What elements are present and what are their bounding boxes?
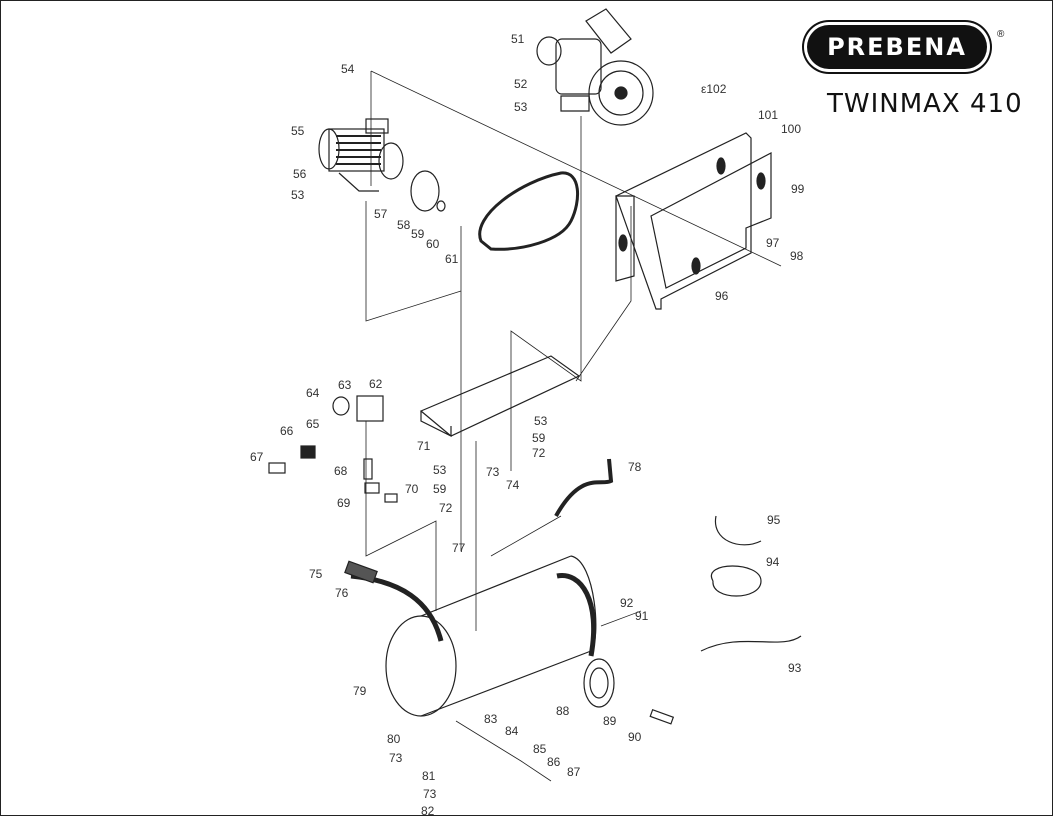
part-label: 80	[387, 732, 401, 746]
assembly-lines	[365, 70, 782, 782]
part-label: 78	[628, 460, 642, 474]
power-cable	[700, 515, 802, 652]
part-label: 73	[423, 787, 437, 801]
air-tank	[385, 555, 597, 717]
part-label: 87	[567, 765, 581, 779]
part-label: 61	[445, 252, 459, 266]
part-label: 51	[511, 32, 525, 46]
part-label: 75	[309, 567, 323, 581]
part-label: 53	[433, 463, 447, 477]
part-label: 60	[426, 237, 440, 251]
part-label: 68	[334, 464, 348, 478]
part-label: 65	[306, 417, 320, 431]
part-label: 59	[411, 227, 425, 241]
electric-motor	[318, 118, 404, 192]
part-label: 57	[374, 207, 388, 221]
part-label: 93	[788, 661, 802, 675]
part-label: 96	[715, 289, 729, 303]
part-label: 86	[547, 755, 561, 769]
handle	[350, 573, 597, 657]
part-label: 53	[514, 100, 528, 114]
part-label: ε102	[701, 82, 727, 96]
part-label: 72	[439, 501, 453, 515]
part-label: 72	[532, 446, 546, 460]
part-label: 94	[766, 555, 780, 569]
base-plate	[419, 355, 581, 437]
part-label: 62	[369, 377, 383, 391]
part-label: 85	[533, 742, 547, 756]
compressor-pump	[536, 8, 654, 126]
part-label: 66	[280, 424, 294, 438]
part-label: 92	[620, 596, 634, 610]
part-label: 81	[422, 769, 436, 783]
part-label: 100	[781, 122, 802, 136]
delivery-pipe	[554, 458, 614, 517]
part-label: 74	[506, 478, 520, 492]
pressure-switch	[268, 395, 398, 503]
part-label: 101	[758, 108, 779, 122]
part-label: 88	[556, 704, 570, 718]
part-label: 98	[790, 249, 804, 263]
part-label: 83	[484, 712, 498, 726]
part-label: 99	[791, 182, 805, 196]
part-label: 69	[337, 496, 351, 510]
part-label: 64	[306, 386, 320, 400]
part-label: 76	[335, 586, 349, 600]
part-label: 71	[417, 439, 431, 453]
part-label: 95	[767, 513, 781, 527]
part-label: 63	[338, 378, 352, 392]
motor-pulley	[410, 170, 440, 212]
part-label: 90	[628, 730, 642, 744]
part-label: 55	[291, 124, 305, 138]
handle-grip	[344, 560, 378, 584]
part-label: 97	[766, 236, 780, 250]
part-label: 89	[603, 714, 617, 728]
registered-mark: ®	[997, 29, 1005, 40]
part-label: 53	[534, 414, 548, 428]
part-label: 73	[486, 465, 500, 479]
part-label: 67	[250, 450, 264, 464]
part-label: 84	[505, 724, 519, 738]
part-label: 77	[452, 541, 466, 555]
part-label: 91	[635, 609, 649, 623]
part-label: 73	[389, 751, 403, 765]
wheel	[583, 658, 615, 708]
model-name: TWINMAX 410	[827, 89, 1023, 119]
part-label: 82	[421, 804, 435, 816]
part-label: 58	[397, 218, 411, 232]
part-label: 52	[514, 77, 528, 91]
brand-logo: PREBENA	[807, 25, 987, 69]
part-label: 59	[433, 482, 447, 496]
belt-guard	[615, 132, 772, 310]
part-label: 79	[353, 684, 367, 698]
part-label: 70	[405, 482, 419, 496]
part-label: 59	[532, 431, 546, 445]
v-belt	[478, 171, 580, 251]
part-label: 56	[293, 167, 307, 181]
part-label: 53	[291, 188, 305, 202]
part-label: 54	[341, 62, 355, 76]
